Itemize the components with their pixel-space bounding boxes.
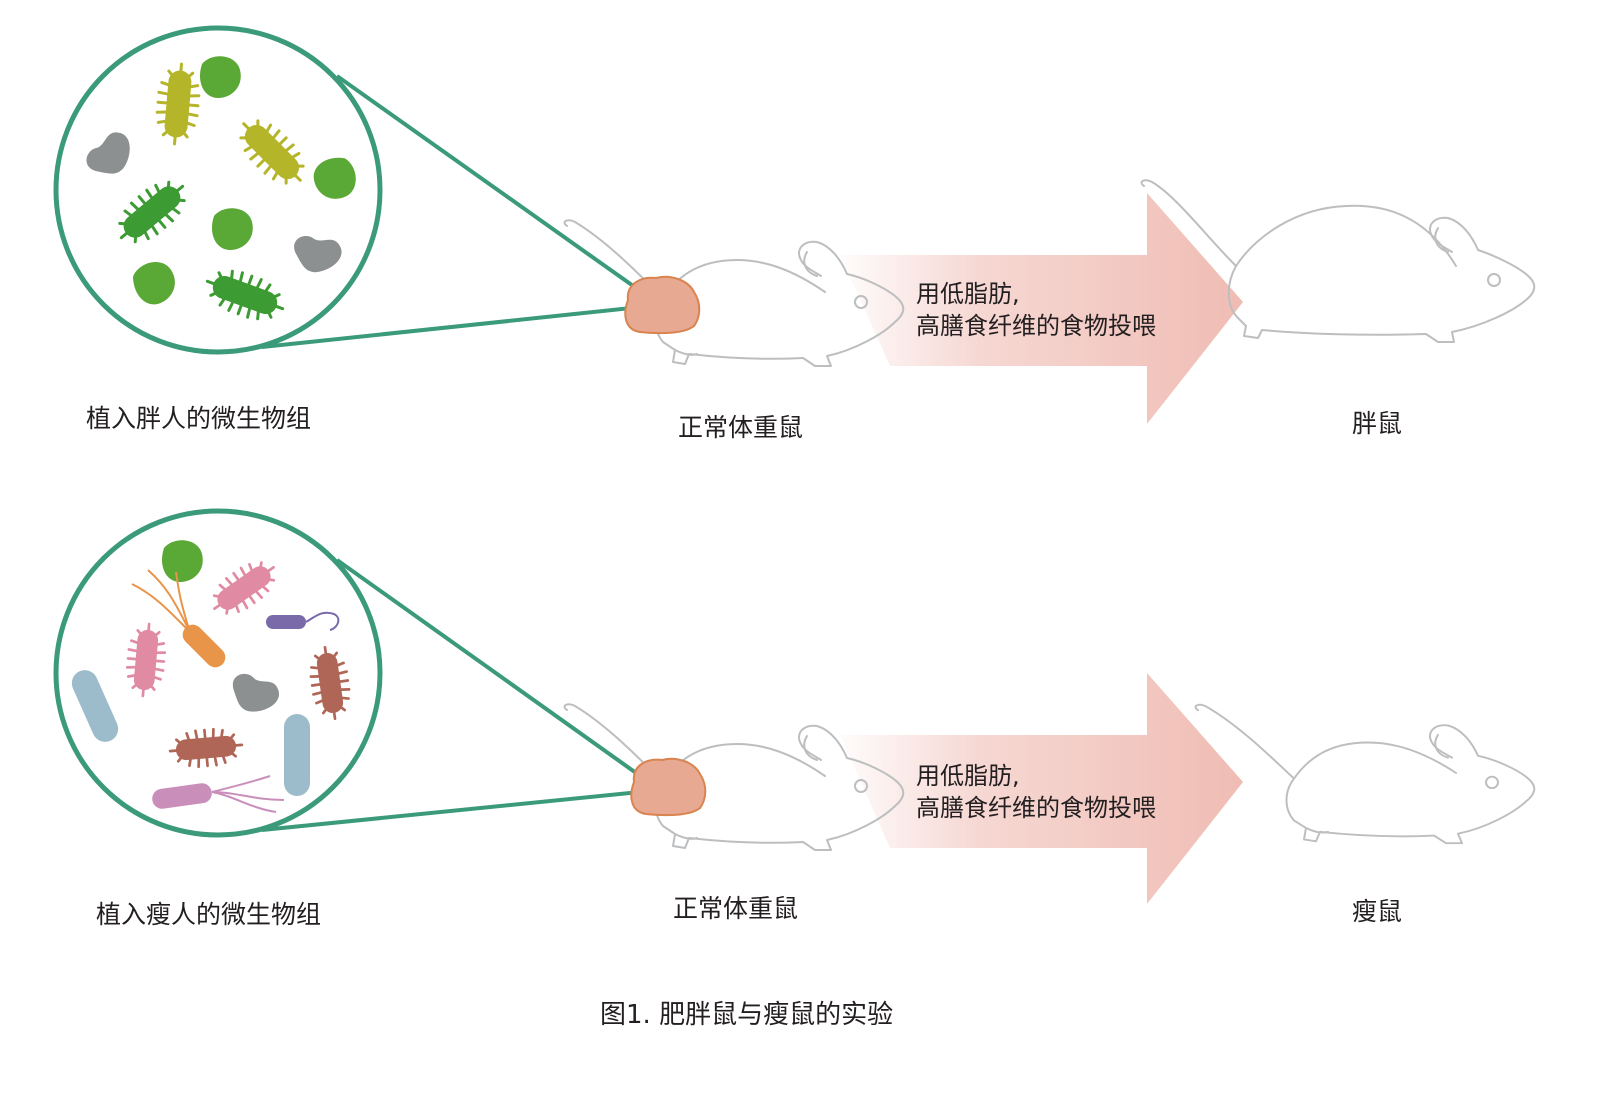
microbiome-label-lean: 植入瘦人的微生物组: [96, 900, 322, 929]
normal-weight-mouse: [563, 703, 905, 851]
diet-arrow: [840, 193, 1243, 424]
magnifier-line-top: [335, 74, 662, 307]
diet-label: 用低脂肪, 高膳食纤维的食物投喂: [916, 760, 1156, 824]
diet-arrow: [840, 673, 1243, 904]
bacterium-icon: [284, 714, 310, 796]
row-2: [53, 508, 1536, 904]
fat-mouse-label: 胖鼠: [1352, 409, 1403, 438]
flagellated-bacterium-icon: [152, 775, 285, 813]
microbiome-label-obese: 植入胖人的微生物组: [86, 404, 312, 433]
normal-mouse-label: 正常体重鼠: [673, 894, 799, 923]
magnifier-line-bottom: [261, 303, 661, 349]
lean-mouse-label: 瘦鼠: [1352, 897, 1403, 926]
lean-mouse: [1194, 703, 1536, 845]
diet-label-line2: 高膳食纤维的食物投喂: [916, 794, 1156, 822]
flagellated-bacterium-icon: [131, 569, 226, 668]
bacterium-icon: [71, 670, 119, 742]
diet-label-line1: 用低脂肪,: [916, 280, 1020, 308]
figure-caption: 图1. 肥胖鼠与瘦鼠的实验: [600, 1000, 894, 1030]
gut-icon: [630, 757, 707, 817]
bacteria-lean: [71, 540, 355, 813]
magnifier-line-bottom: [261, 788, 661, 832]
flagellated-bacterium-icon: [266, 611, 340, 631]
diet-label: 用低脂肪, 高膳食纤维的食物投喂: [916, 278, 1156, 342]
gut-icon: [624, 275, 701, 335]
normal-weight-mouse: [563, 219, 905, 367]
diet-label-line2: 高膳食纤维的食物投喂: [916, 312, 1156, 340]
normal-mouse-label: 正常体重鼠: [678, 413, 804, 442]
row-1: [53, 25, 1536, 424]
magnifier-line-top: [335, 558, 662, 792]
diet-label-line1: 用低脂肪,: [916, 762, 1020, 790]
